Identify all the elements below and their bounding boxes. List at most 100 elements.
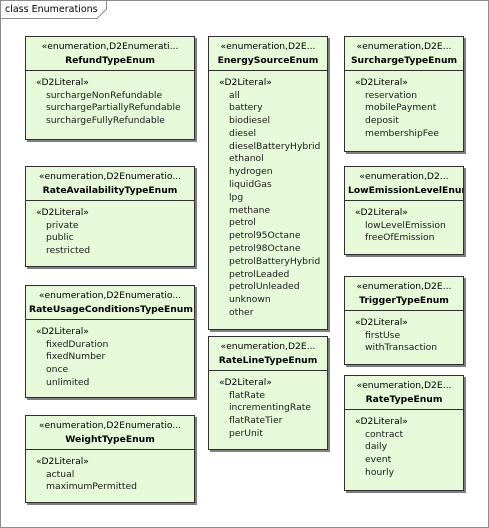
literal-item: methane bbox=[229, 204, 271, 216]
literal-item: hourly bbox=[365, 466, 395, 478]
literal-item: biodiesel bbox=[229, 115, 271, 127]
literal-compartment: «D2Literal» fixedDuration fixedNumber on… bbox=[26, 320, 194, 394]
literal-item: surchargePartiallyRefundable bbox=[46, 102, 181, 114]
literal-item: flatRate bbox=[229, 389, 266, 401]
stereotype-label: «enumeration,D2E... bbox=[356, 41, 452, 52]
literal-stereotype: «D2Literal» bbox=[36, 207, 89, 218]
class-weight-type-enum[interactable]: «enumeration,D2Enumeratio... WeightTypeE… bbox=[25, 415, 195, 503]
literal-item: maximumPermitted bbox=[46, 481, 137, 493]
class-low-emission-level-enum[interactable]: «enumeration,D2... LowEmissionLevelEnum … bbox=[344, 166, 464, 255]
literal-item: reservation bbox=[365, 89, 418, 101]
literal-item: surchargeFullyRefundable bbox=[46, 115, 165, 127]
class-header: «enumeration,D2E... RateLineTypeEnum bbox=[209, 337, 327, 371]
literal-stereotype: «D2Literal» bbox=[355, 77, 408, 88]
literal-stereotype: «D2Literal» bbox=[219, 77, 272, 88]
literal-item: contract bbox=[365, 428, 404, 440]
literal-item: daily bbox=[365, 441, 388, 453]
literal-item: liquidGas bbox=[229, 179, 272, 191]
class-energy-source-enum[interactable]: «enumeration,D2E... EnergySourceEnum «D2… bbox=[208, 36, 328, 330]
literal-item: actual bbox=[46, 468, 75, 480]
literal-item: unknown bbox=[229, 294, 271, 306]
literal-item: petrolUnleaded bbox=[229, 281, 300, 293]
literal-item: mobilePayment bbox=[365, 102, 437, 114]
literal-compartment: «D2Literal» lowLevelEmission freeOfEmiss… bbox=[345, 201, 463, 249]
literal-compartment: «D2Literal» all battery biodiesel diesel… bbox=[209, 71, 327, 324]
literal-item: incrementingRate bbox=[229, 402, 311, 414]
stereotype-label: «enumeration,D2... bbox=[359, 171, 449, 182]
class-header: «enumeration,D2E... EnergySourceEnum bbox=[209, 37, 327, 71]
class-name: WeightTypeEnum bbox=[65, 434, 155, 445]
literal-item: deposit bbox=[365, 115, 399, 127]
literal-item: withTransaction bbox=[365, 342, 438, 354]
class-surcharge-type-enum[interactable]: «enumeration,D2E... SurchargeTypeEnum «D… bbox=[344, 36, 464, 152]
literal-item: private bbox=[46, 219, 79, 231]
class-rate-usage-conditions-type-enum[interactable]: «enumeration,D2Enumeratio... RateUsageCo… bbox=[25, 285, 195, 398]
class-name: RefundTypeEnum bbox=[65, 55, 155, 66]
literal-item: petrolBatteryHybrid bbox=[229, 255, 321, 267]
literal-item: fixedNumber bbox=[46, 351, 106, 363]
literal-compartment: «D2Literal» flatRate incrementingRate fl… bbox=[209, 371, 327, 445]
class-header: «enumeration,D2Enumeratio... RateUsageCo… bbox=[26, 286, 194, 320]
class-header: «enumeration,D2Enumeratio... RateAvailab… bbox=[26, 167, 194, 201]
stereotype-label: «enumeration,D2E... bbox=[220, 41, 316, 52]
class-trigger-type-enum[interactable]: «enumeration,D2E... TriggerTypeEnum «D2L… bbox=[344, 276, 464, 365]
literal-stereotype: «D2Literal» bbox=[219, 377, 272, 388]
class-header: «enumeration,D2E... RateTypeEnum bbox=[345, 376, 463, 410]
stereotype-label: «enumeration,D2Enumeratio... bbox=[38, 290, 182, 301]
frame-title: class Enumerations bbox=[5, 4, 98, 15]
stereotype-label: «enumeration,D2Enumeratio... bbox=[38, 420, 182, 431]
literal-item: firstUse bbox=[365, 329, 401, 341]
literal-item: unlimited bbox=[46, 376, 90, 388]
class-name: EnergySourceEnum bbox=[217, 55, 319, 66]
class-name: SurchargeTypeEnum bbox=[350, 55, 458, 66]
literal-compartment: «D2Literal» private public restricted bbox=[26, 201, 194, 262]
literal-item: surchargeNonRefundable bbox=[46, 89, 163, 101]
stereotype-label: «enumeration,D2E... bbox=[220, 341, 316, 352]
class-header: «enumeration,D2... LowEmissionLevelEnum bbox=[345, 167, 463, 201]
class-refund-type-enum[interactable]: «enumeration,D2Enumerati... RefundTypeEn… bbox=[25, 36, 195, 140]
literal-item: event bbox=[365, 454, 392, 466]
literal-item: dieselBatteryHybrid bbox=[229, 140, 321, 152]
literal-item: once bbox=[46, 364, 69, 376]
stereotype-label: «enumeration,D2E... bbox=[356, 281, 452, 292]
literal-item: petrol bbox=[229, 217, 256, 229]
stereotype-label: «enumeration,D2Enumeratio... bbox=[38, 171, 182, 182]
literal-item: petrol98Octane bbox=[229, 243, 301, 255]
literal-compartment: «D2Literal» reservation mobilePayment de… bbox=[345, 71, 463, 145]
class-name: RateAvailabilityTypeEnum bbox=[42, 185, 178, 196]
literal-compartment: «D2Literal» surchargeNonRefundable surch… bbox=[26, 71, 194, 132]
literal-item: restricted bbox=[46, 245, 91, 257]
literal-compartment: «D2Literal» contract daily event hourly bbox=[345, 410, 463, 484]
literal-item: perUnit bbox=[229, 427, 263, 439]
literal-item: petrolLeaded bbox=[229, 268, 290, 280]
literal-item: lpg bbox=[229, 191, 244, 203]
literal-item: freeOfEmission bbox=[365, 232, 435, 244]
class-name: RateLineTypeEnum bbox=[218, 355, 318, 366]
class-rate-type-enum[interactable]: «enumeration,D2E... RateTypeEnum «D2Lite… bbox=[344, 375, 464, 491]
class-name: LowEmissionLevelEnum bbox=[348, 185, 464, 196]
literal-item: hydrogen bbox=[229, 166, 273, 178]
literal-stereotype: «D2Literal» bbox=[355, 317, 408, 328]
literal-stereotype: «D2Literal» bbox=[36, 326, 89, 337]
literal-stereotype: «D2Literal» bbox=[355, 207, 408, 218]
literal-compartment: «D2Literal» firstUse withTransaction bbox=[345, 311, 463, 359]
class-header: «enumeration,D2Enumerati... RefundTypeEn… bbox=[26, 37, 194, 71]
class-rate-line-type-enum[interactable]: «enumeration,D2E... RateLineTypeEnum «D2… bbox=[208, 336, 328, 450]
stereotype-label: «enumeration,D2E... bbox=[356, 380, 452, 391]
class-rate-availability-type-enum[interactable]: «enumeration,D2Enumeratio... RateAvailab… bbox=[25, 166, 195, 267]
literal-stereotype: «D2Literal» bbox=[355, 416, 408, 427]
literal-stereotype: «D2Literal» bbox=[36, 456, 89, 467]
literal-item: lowLevelEmission bbox=[365, 219, 446, 231]
stereotype-label: «enumeration,D2Enumerati... bbox=[41, 41, 179, 52]
class-name: RateUsageConditionsTypeEnum bbox=[29, 304, 193, 315]
class-header: «enumeration,D2E... TriggerTypeEnum bbox=[345, 277, 463, 311]
literal-item: fixedDuration bbox=[46, 338, 109, 350]
class-name: RateTypeEnum bbox=[365, 394, 443, 405]
literal-item: ethanol bbox=[229, 153, 264, 165]
literal-item: membershipFee bbox=[365, 127, 439, 139]
frame-tab-shape bbox=[1, 1, 107, 19]
literal-item: flatRateTier bbox=[229, 415, 283, 427]
literal-item: public bbox=[46, 232, 74, 244]
class-name: TriggerTypeEnum bbox=[359, 295, 449, 306]
literal-item: battery bbox=[229, 102, 263, 114]
